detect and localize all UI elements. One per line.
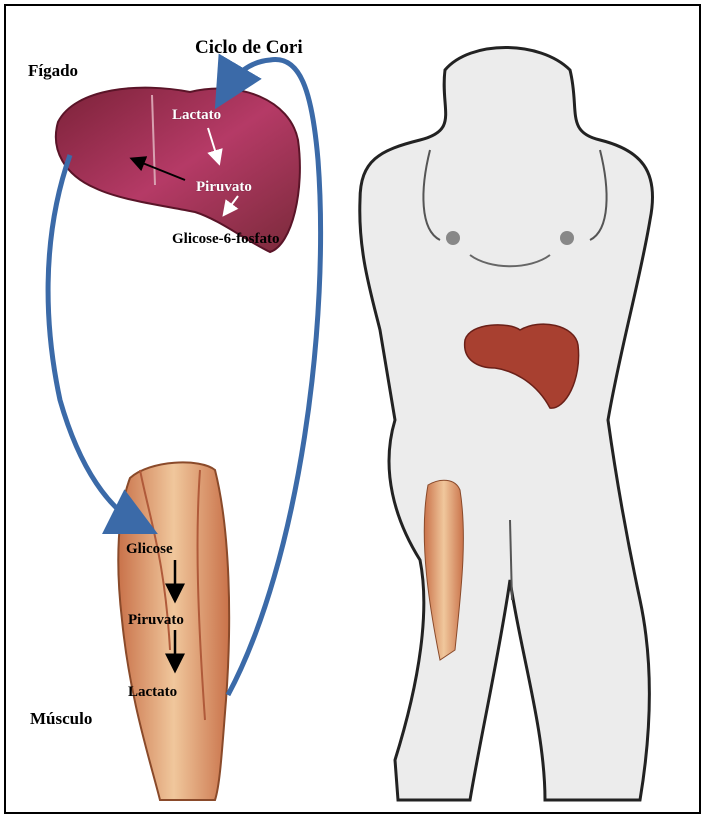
muscle-lactate-label: Lactato — [128, 685, 177, 700]
glucose-to-muscle-arrow — [48, 155, 140, 525]
muscle-organ — [118, 462, 229, 800]
liver-g6p-label: Glicose-6-fosfato — [172, 232, 279, 247]
muscle-label: Músculo — [30, 710, 92, 727]
diagram-title: Ciclo de Cori — [195, 38, 303, 57]
human-body-figure — [360, 48, 653, 801]
liver-label: Fígado — [28, 62, 78, 79]
liver-pyruvate-label: Piruvato — [196, 180, 252, 195]
liver-lactate-label: Lactato — [172, 108, 221, 123]
muscle-glucose-label: Glicose — [126, 542, 173, 557]
muscle-pyruvate-label: Piruvato — [128, 613, 184, 628]
